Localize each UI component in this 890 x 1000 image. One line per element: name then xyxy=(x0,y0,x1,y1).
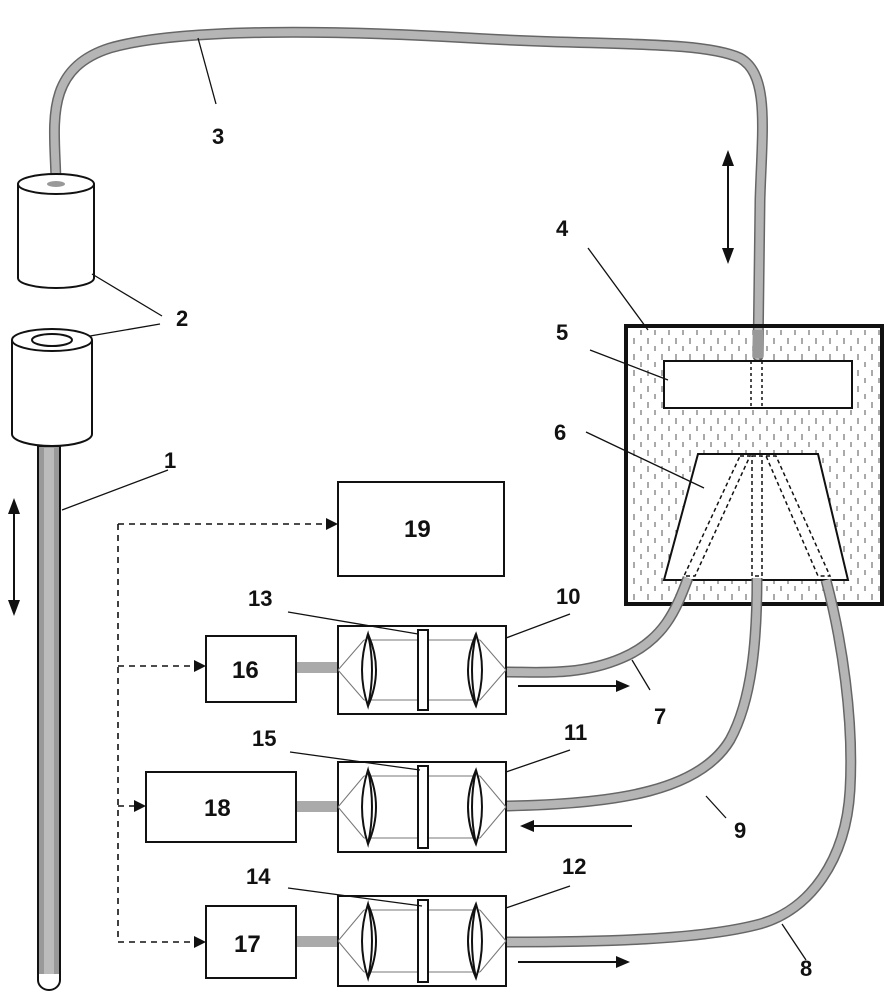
label-11: 11 xyxy=(564,720,587,745)
element-5 xyxy=(664,361,852,408)
label-8: 8 xyxy=(800,956,812,981)
filter-14 xyxy=(418,900,428,982)
filter-15 xyxy=(418,766,428,848)
optical-unit-12 xyxy=(338,896,506,986)
box-17-label: 17 xyxy=(234,931,261,958)
label-2: 2 xyxy=(176,306,188,331)
direction-arrow-in-11 xyxy=(520,820,632,832)
direction-arrow-out-12 xyxy=(518,956,630,968)
filter-13 xyxy=(418,630,428,710)
control-arrowheads xyxy=(134,518,338,948)
label-7: 7 xyxy=(654,704,666,729)
connector-2-upper xyxy=(18,174,94,288)
direction-arrow-out-10 xyxy=(518,680,630,692)
fiber-9 xyxy=(506,578,757,806)
fiber-3 xyxy=(54,32,762,356)
box-18-label: 18 xyxy=(204,795,231,822)
optical-unit-11 xyxy=(338,762,506,852)
label-15: 15 xyxy=(252,726,276,751)
label-9: 9 xyxy=(734,818,746,843)
label-3: 3 xyxy=(212,124,224,149)
box-19-label: 19 xyxy=(404,516,431,543)
connector-2-lower xyxy=(12,329,92,446)
probe-1 xyxy=(38,446,60,990)
label-12: 12 xyxy=(562,854,586,879)
label-10: 10 xyxy=(556,584,580,609)
fiber-8 xyxy=(506,580,851,942)
label-6: 6 xyxy=(554,420,566,445)
label-13: 13 xyxy=(248,586,272,611)
control-lines xyxy=(118,524,326,942)
optical-unit-10 xyxy=(338,626,506,714)
fiber-motion-arrow xyxy=(722,150,734,264)
label-14: 14 xyxy=(246,864,271,889)
label-5: 5 xyxy=(556,320,568,345)
label-1: 1 xyxy=(164,448,176,473)
box-16-label: 16 xyxy=(232,657,259,684)
label-4: 4 xyxy=(556,216,569,241)
probe-motion-arrow xyxy=(8,498,20,616)
